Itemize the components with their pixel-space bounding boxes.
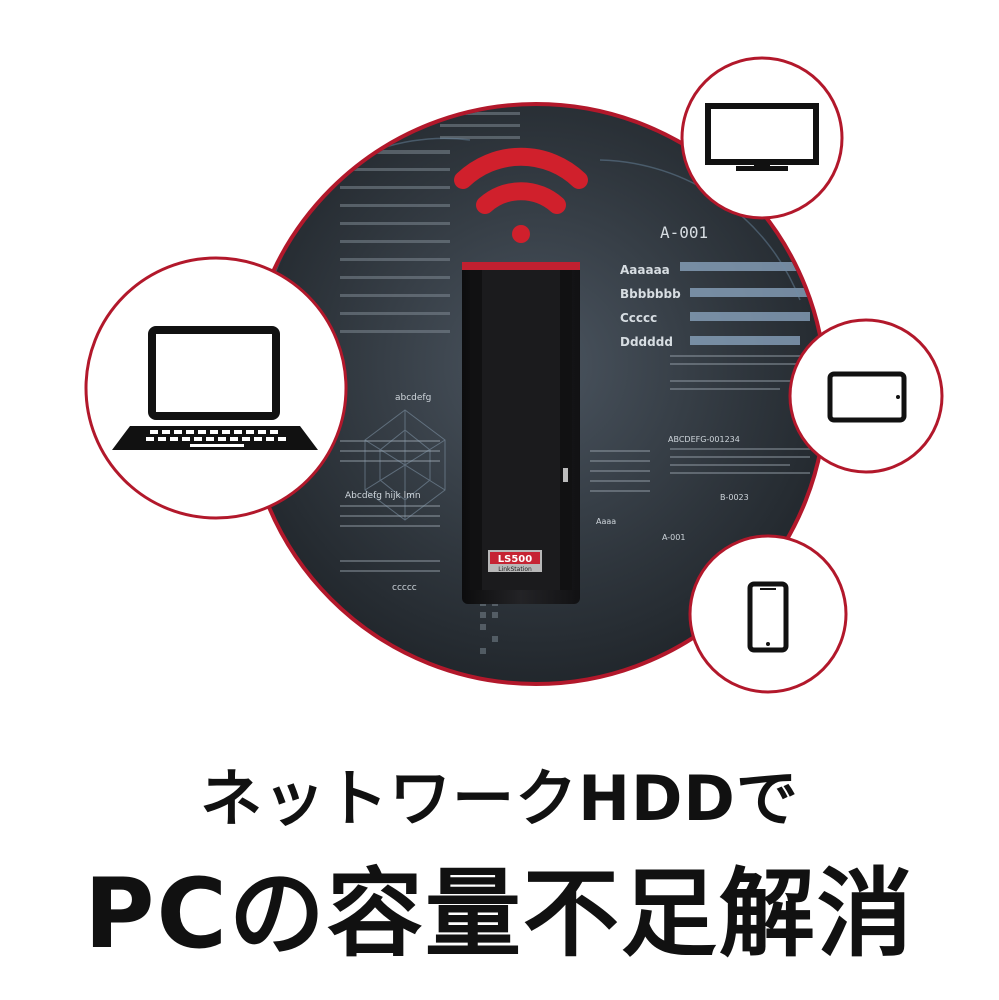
nas-device: LS500 LinkStation: [462, 262, 580, 604]
illustration-svg: A-001 Aaaaaa Bbbbbbb Ccccc Dddddd ABCDEF…: [84, 56, 944, 694]
bg-left-label: A-001: [662, 533, 685, 542]
paragraph-pattern: [340, 355, 810, 572]
bg-label-code: A-001: [660, 223, 708, 242]
device-model-label: LS500: [498, 554, 532, 565]
bg-section: ABCDEFG-001234: [668, 435, 740, 444]
bg-row-2: Bbbbbbb: [620, 287, 681, 301]
data-pattern: A-001 Aaaaaa Bbbbbbb Ccccc Dddddd ABCDEF…: [259, 109, 820, 654]
device-brand-label: LinkStation: [498, 566, 532, 573]
wifi-icon: [454, 147, 588, 243]
bg-left-title: abcdefg: [395, 393, 431, 403]
bg-left-note: Abcdefg hijk lmn: [345, 491, 421, 501]
bg-small-code: B-0023: [720, 493, 749, 502]
headline-line1: ネットワークHDDで: [200, 762, 799, 835]
tablet-icon: [827, 371, 907, 423]
bg-left-note-b: ccccc: [392, 583, 417, 593]
laptop-icon: [112, 326, 318, 450]
bg-row-4: Dddddd: [620, 335, 673, 349]
headline-line2: PCの容量不足解消: [84, 858, 915, 970]
bg-row-1: Aaaaaa: [620, 263, 670, 277]
bg-row-3: Ccccc: [620, 311, 657, 325]
bar-pattern: [680, 262, 820, 345]
tv-monitor-icon: [705, 103, 819, 171]
bg-right-label: Aaaa: [596, 517, 616, 526]
radar-pattern: [364, 409, 446, 521]
table-pattern: [340, 112, 520, 333]
smartphone-icon: [747, 581, 789, 653]
